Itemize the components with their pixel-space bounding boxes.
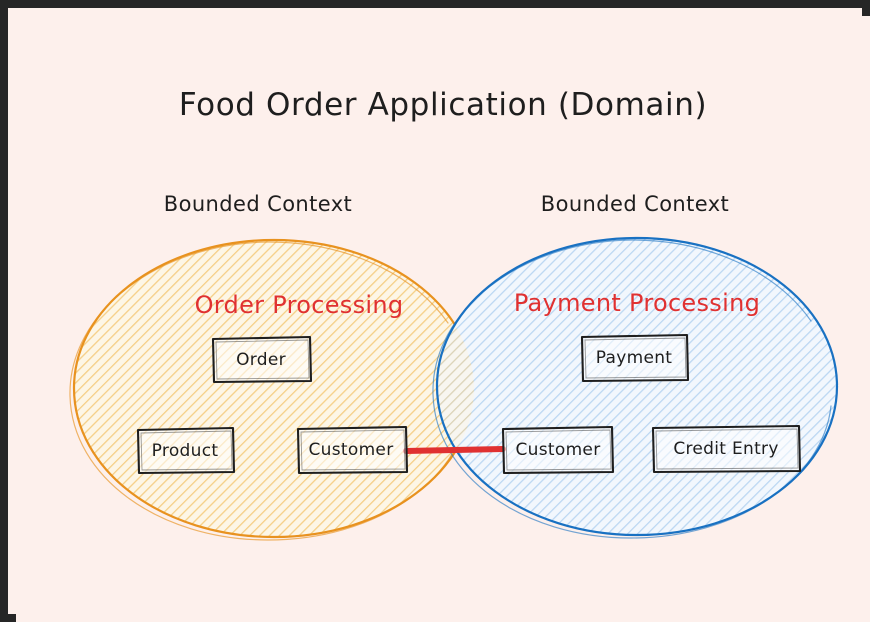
entity-box-payment[interactable] <box>580 333 690 383</box>
context-ellipse-payment-processing[interactable] <box>432 236 839 539</box>
entity-box-product[interactable] <box>136 426 236 475</box>
customer-relationship-connector[interactable] <box>403 446 506 454</box>
diagram-svg <box>69 236 839 541</box>
payment-processing-ellipse-stroke <box>435 236 839 537</box>
order-processing-ellipse-stroke-2 <box>69 241 469 541</box>
entity-box-order[interactable] <box>211 335 313 384</box>
order-processing-ellipse-fill <box>74 240 474 538</box>
context-ellipse-order-processing[interactable] <box>69 238 476 541</box>
order-processing-ellipse-stroke <box>72 238 476 539</box>
entity-box-customer-order-context[interactable] <box>296 425 409 475</box>
payment-processing-ellipse-stroke-2 <box>432 239 832 539</box>
entity-box-credit-entry[interactable] <box>651 424 802 474</box>
diagram-canvas: Food Order Application (Domain) Bounded … <box>16 16 870 622</box>
entity-box-customer-payment-context[interactable] <box>501 425 615 475</box>
payment-processing-ellipse-fill <box>437 238 837 536</box>
